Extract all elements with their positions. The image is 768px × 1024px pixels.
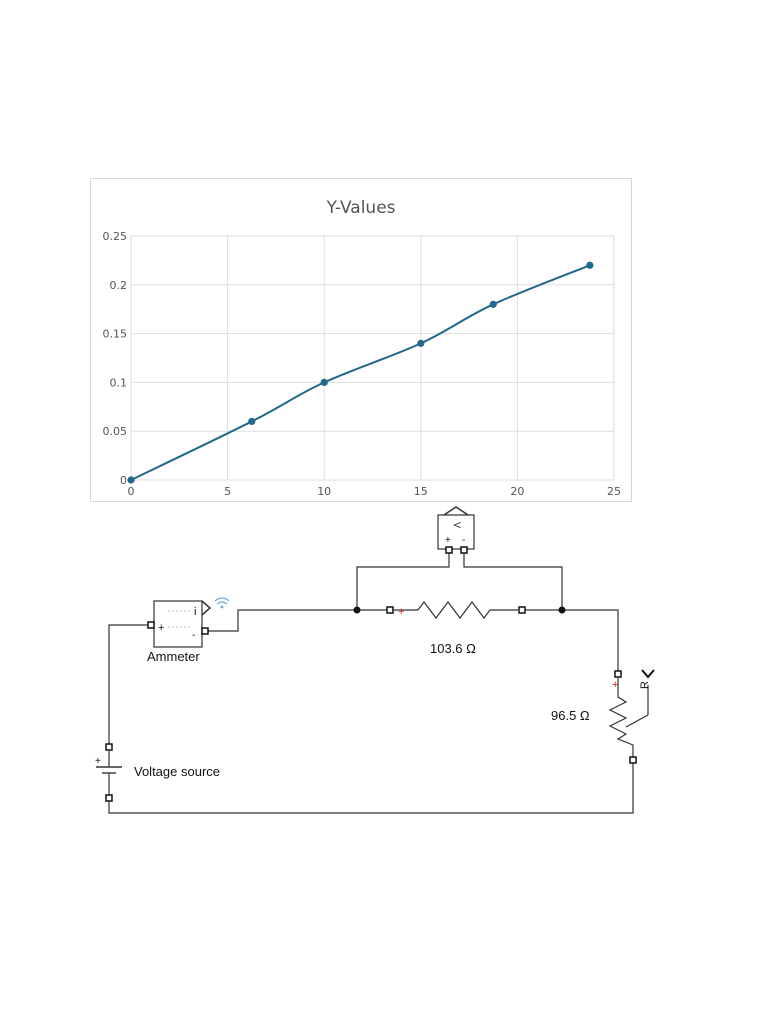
wire-source-to-ammeter <box>108 624 150 745</box>
y-tick-label: 0.1 <box>110 376 128 389</box>
x-tick-label: 15 <box>414 485 428 498</box>
voltmeter-plus: + <box>445 535 451 546</box>
series-line <box>130 264 591 481</box>
ammeter[interactable]: i + - Ammeter <box>147 597 230 664</box>
chart-title: Y-Values <box>325 198 395 218</box>
circuit-diagram: V + - + 103.6 Ω i + - Ammeter + <box>95 506 655 814</box>
variable-resistor-zigzag <box>608 677 634 757</box>
variable-resistor-value-label: 96.5 Ω <box>551 708 590 723</box>
variable-resistor-control-arrow-icon <box>641 669 655 679</box>
wifi-icon <box>214 597 230 609</box>
ammeter-port-minus[interactable] <box>201 627 209 635</box>
source-label: Voltage source <box>134 764 220 779</box>
voltmeter-symbol: V <box>452 522 462 528</box>
wire-variable-to-bottom <box>108 759 634 814</box>
ammeter-body <box>153 600 203 648</box>
junction-right <box>558 606 566 614</box>
voltmeter-body <box>437 514 475 550</box>
x-tick-label: 20 <box>510 485 524 498</box>
resistor-zigzag <box>417 601 491 619</box>
variable-resistor-port-top[interactable] <box>614 670 622 678</box>
variable-resistor-port-r: R <box>639 681 651 689</box>
x-tick-label: 25 <box>607 485 621 498</box>
voltmeter-port-plus[interactable] <box>445 546 453 554</box>
y-tick-label: 0.25 <box>103 230 128 243</box>
wire-ammeter-to-node <box>206 609 357 632</box>
voltmeter[interactable]: V + - <box>437 506 475 554</box>
wire-voltmeter-left <box>356 551 450 610</box>
voltage-source[interactable]: + Voltage source <box>95 743 220 802</box>
grid-lines <box>130 235 615 481</box>
voltmeter-minus: - <box>462 535 465 546</box>
wire-node-right-to-variable <box>562 609 619 673</box>
wires <box>108 551 634 814</box>
ammeter-port-i: i <box>194 606 196 618</box>
data-point <box>489 300 497 308</box>
source-plus: + <box>95 756 101 767</box>
voltmeter-arrow-icon <box>443 506 469 516</box>
ammeter-plus: + <box>158 622 164 634</box>
ammeter-output-arrow-icon <box>201 600 212 616</box>
resistor-port-left[interactable] <box>386 606 394 614</box>
chart-panel: Y-Values 0 5 10 15 20 25 0 0.05 0.1 0.15 0.2 0.25 <box>90 178 632 502</box>
source-port-top[interactable] <box>105 743 113 751</box>
data-points <box>127 261 594 484</box>
data-point <box>586 261 594 269</box>
y-tick-label: 0.15 <box>103 328 128 341</box>
y-tick-label: 0.05 <box>103 425 128 438</box>
data-point <box>127 476 135 484</box>
tick-labels: 0 5 10 15 20 25 0 0.05 0.1 0.15 0.2 0.25 <box>103 230 622 498</box>
source-port-bottom[interactable] <box>105 794 113 802</box>
junction-left <box>353 606 361 614</box>
resistor-value-label: 103.6 Ω <box>430 641 476 656</box>
variable-resistor-polarity-mark: + <box>612 679 618 691</box>
y-tick-label: 0 <box>120 474 127 487</box>
ammeter-port-plus[interactable] <box>147 621 155 629</box>
x-tick-label: 10 <box>317 485 331 498</box>
resistor-port-right[interactable] <box>518 606 526 614</box>
data-point <box>417 339 425 347</box>
variable-resistor[interactable]: + R 96.5 Ω <box>551 669 655 764</box>
line-chart: Y-Values 0 5 10 15 20 25 0 0.05 0.1 0.15 0.2 0.25 <box>103 198 622 498</box>
variable-resistor-wiper-arm <box>625 714 649 728</box>
y-tick-label: 0.2 <box>110 279 128 292</box>
voltmeter-port-minus[interactable] <box>460 546 468 554</box>
x-tick-label: 0 <box>128 485 135 498</box>
data-point <box>320 378 328 386</box>
data-point <box>248 417 256 426</box>
resistor-polarity-mark: + <box>398 606 404 618</box>
wire-voltmeter-right <box>463 551 563 610</box>
ammeter-minus: - <box>192 630 195 641</box>
resistor[interactable]: + 103.6 Ω <box>386 601 526 656</box>
variable-resistor-port-bottom[interactable] <box>629 756 637 764</box>
x-tick-label: 5 <box>224 485 231 498</box>
ammeter-label: Ammeter <box>147 649 200 664</box>
